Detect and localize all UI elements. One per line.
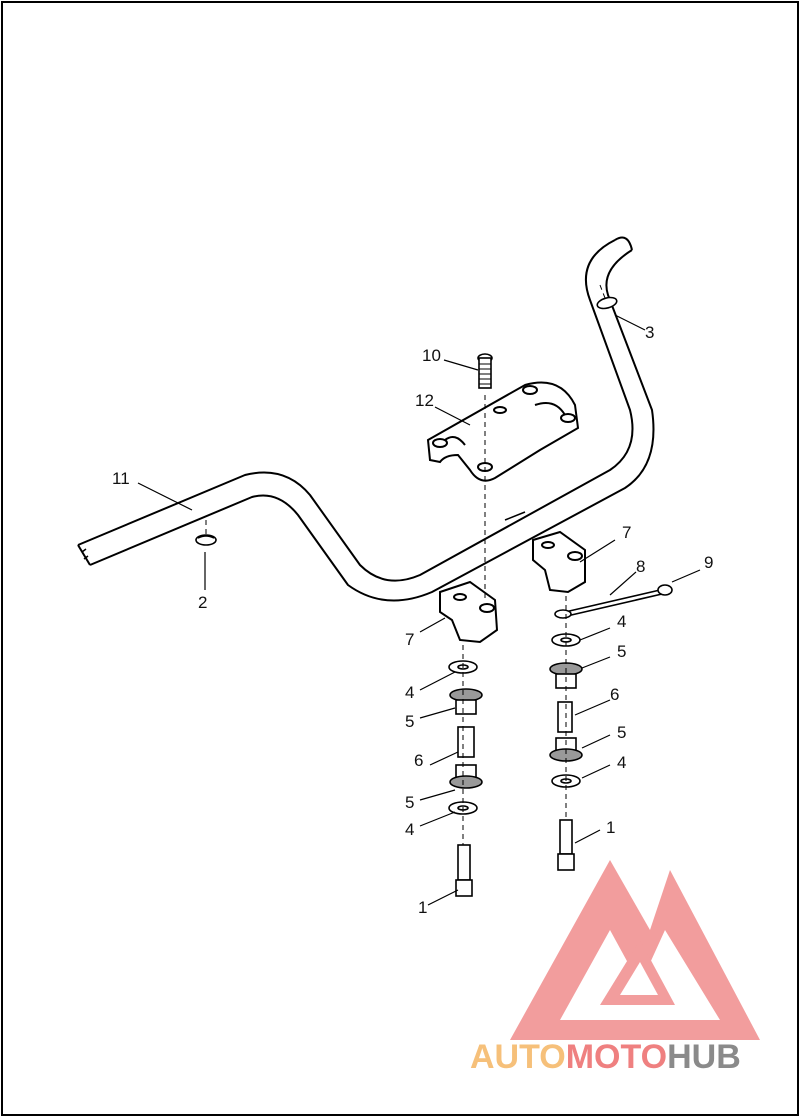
callout-5-left-upper: 5 [405, 712, 414, 731]
callout-3: 3 [645, 323, 654, 342]
automotohub-logo [510, 860, 760, 1040]
callout-7-right: 7 [622, 523, 631, 542]
callout-10: 10 [422, 346, 441, 365]
bolt-10 [477, 353, 493, 389]
clip-3 [596, 296, 618, 310]
callout-4-right-lower: 4 [617, 753, 626, 772]
callout-5-right-lower: 5 [617, 723, 626, 742]
callout-labels: 11 2 3 10 12 7 7 8 9 4 4 5 5 6 6 5 5 4 4… [112, 323, 713, 917]
clip-2 [195, 534, 217, 546]
leader-lines [137, 314, 701, 906]
callout-6-left: 6 [414, 751, 423, 770]
riser-right [532, 530, 586, 594]
automotohub-watermark: AUTOMOTOHUB [470, 1038, 741, 1076]
watermark-moto: MOTO [566, 1038, 667, 1076]
callout-5-left-lower: 5 [405, 793, 414, 812]
top-clamp [426, 381, 580, 482]
handlebar [77, 236, 655, 602]
callout-8: 8 [636, 557, 645, 576]
callout-12: 12 [415, 391, 434, 410]
ground-strap [554, 584, 673, 619]
assembly-lines [205, 284, 606, 845]
callout-4-left-upper: 4 [405, 683, 414, 702]
callout-5-right-upper: 5 [617, 642, 626, 661]
callout-1-right: 1 [606, 818, 615, 837]
callout-7-left: 7 [405, 630, 414, 649]
callout-4-left-lower: 4 [405, 820, 414, 839]
callout-4-right-upper: 4 [617, 612, 626, 631]
callout-9: 9 [704, 553, 713, 572]
callout-2: 2 [198, 593, 207, 612]
watermark-hub: HUB [667, 1038, 741, 1076]
left-stack [448, 660, 483, 897]
callout-6-right: 6 [610, 685, 619, 704]
callout-11: 11 [112, 469, 130, 488]
watermark-auto: AUTO [470, 1038, 566, 1076]
riser-left [439, 580, 499, 644]
svg-text:AUTOMOTOHUB: AUTOMOTOHUB [470, 1038, 741, 1076]
callout-1-left: 1 [418, 898, 427, 917]
